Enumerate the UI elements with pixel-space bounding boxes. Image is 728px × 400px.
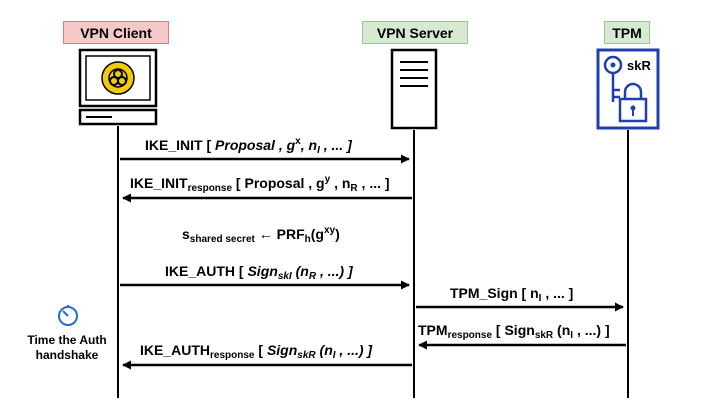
timer-label-line1: Time the Auth — [27, 333, 107, 347]
ike-init-label: IKE_INIT [ Proposal , gx, nI , ... ] — [145, 136, 352, 156]
tpm-response-label: TPMresponse [ SignskR (nI , ...) ] — [418, 322, 610, 341]
tpm-label: TPM — [604, 21, 650, 44]
tpm-key-lock-icon: skR — [596, 48, 660, 130]
ike-init-response-label: IKE_INITresponse [ Proposal , gy , nR , … — [130, 174, 390, 194]
ike-auth-label: IKE_AUTH [ SignskI (nR , ...) ] — [165, 263, 353, 282]
vpn-server-label: VPN Server — [362, 21, 468, 44]
shared-secret-derivation: sshared secret ← PRFh(gxy) — [182, 225, 340, 245]
timer-icon — [58, 305, 78, 326]
timer-label-line2: handshake — [35, 348, 99, 362]
timer-label: Time the Auth handshake — [12, 333, 122, 363]
tpm-sign-label: TPM_Sign [ nI , ... ] — [450, 285, 574, 304]
server-icon — [390, 48, 438, 130]
ike-auth-response-label: IKE_AUTHresponse [ SignskR (nI , ...) ] — [140, 342, 373, 361]
tpm-key-label: skR — [627, 58, 651, 73]
vpn-client-label: VPN Client — [63, 21, 169, 44]
computer-hazard-icon — [78, 48, 158, 126]
